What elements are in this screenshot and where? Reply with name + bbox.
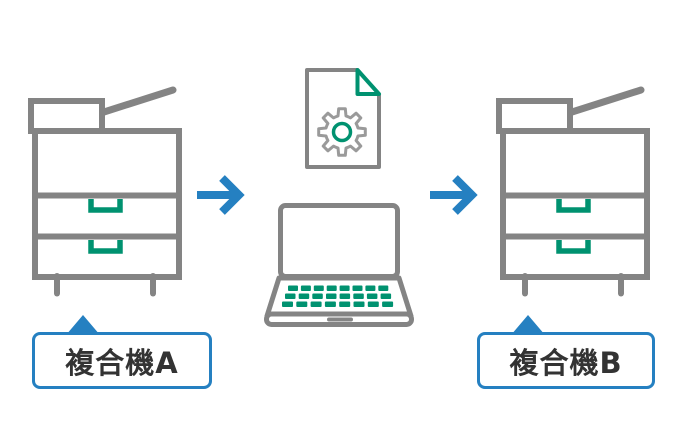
settings-file-icon [305, 68, 381, 169]
copier-a-label-text: 複合機A [65, 345, 179, 380]
laptop-keyboard-keys [282, 285, 394, 307]
laptop-touchpad-notch [327, 317, 353, 322]
laptop-icon [264, 203, 414, 327]
gear-center-ring [331, 121, 353, 143]
flow-arrow-2-icon [430, 178, 472, 212]
copier-b-label-text: 複合機B [509, 345, 623, 380]
document-folded-corner [355, 68, 381, 96]
copier-a-icon [31, 90, 182, 294]
copier-b-icon [499, 90, 650, 294]
flow-arrow-1-icon [197, 178, 239, 212]
triangle-up-pointer-icon [511, 315, 545, 335]
copier-b-label: 複合機B [477, 315, 655, 389]
copier-a-label: 複合機A [32, 315, 212, 389]
triangle-up-pointer-icon [66, 315, 100, 335]
laptop-screen [278, 203, 400, 279]
gear-icon [317, 107, 367, 157]
